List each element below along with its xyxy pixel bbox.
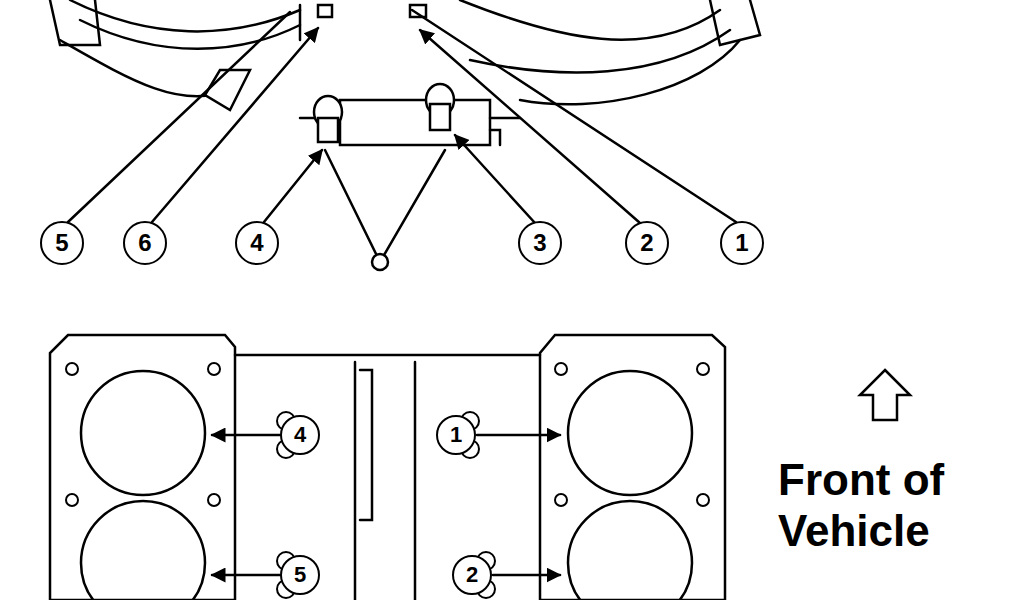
callout-number: 3	[518, 221, 562, 265]
callout-text: 4	[294, 424, 306, 446]
callout-number: 5	[40, 221, 84, 265]
callout-number: 1	[720, 221, 764, 265]
callout-text: 4	[250, 231, 263, 255]
callout-text: 1	[450, 424, 462, 446]
callout-number: 2	[625, 221, 669, 265]
callout-number: 6	[123, 221, 167, 265]
callout-text: 2	[640, 231, 653, 255]
callout-number: 4	[280, 415, 320, 455]
callout-text: 6	[138, 231, 151, 255]
callout-number: 2	[452, 555, 492, 595]
callout-number: 5	[280, 555, 320, 595]
callout-text: 5	[55, 231, 68, 255]
callout-number: 4	[235, 221, 279, 265]
callout-text: 2	[466, 564, 478, 586]
callout-text: 3	[533, 231, 546, 255]
callout-text: 1	[735, 231, 748, 255]
callout-number: 1	[436, 415, 476, 455]
callout-text: 5	[294, 564, 306, 586]
direction-label: Front of Vehicle	[778, 455, 1018, 556]
